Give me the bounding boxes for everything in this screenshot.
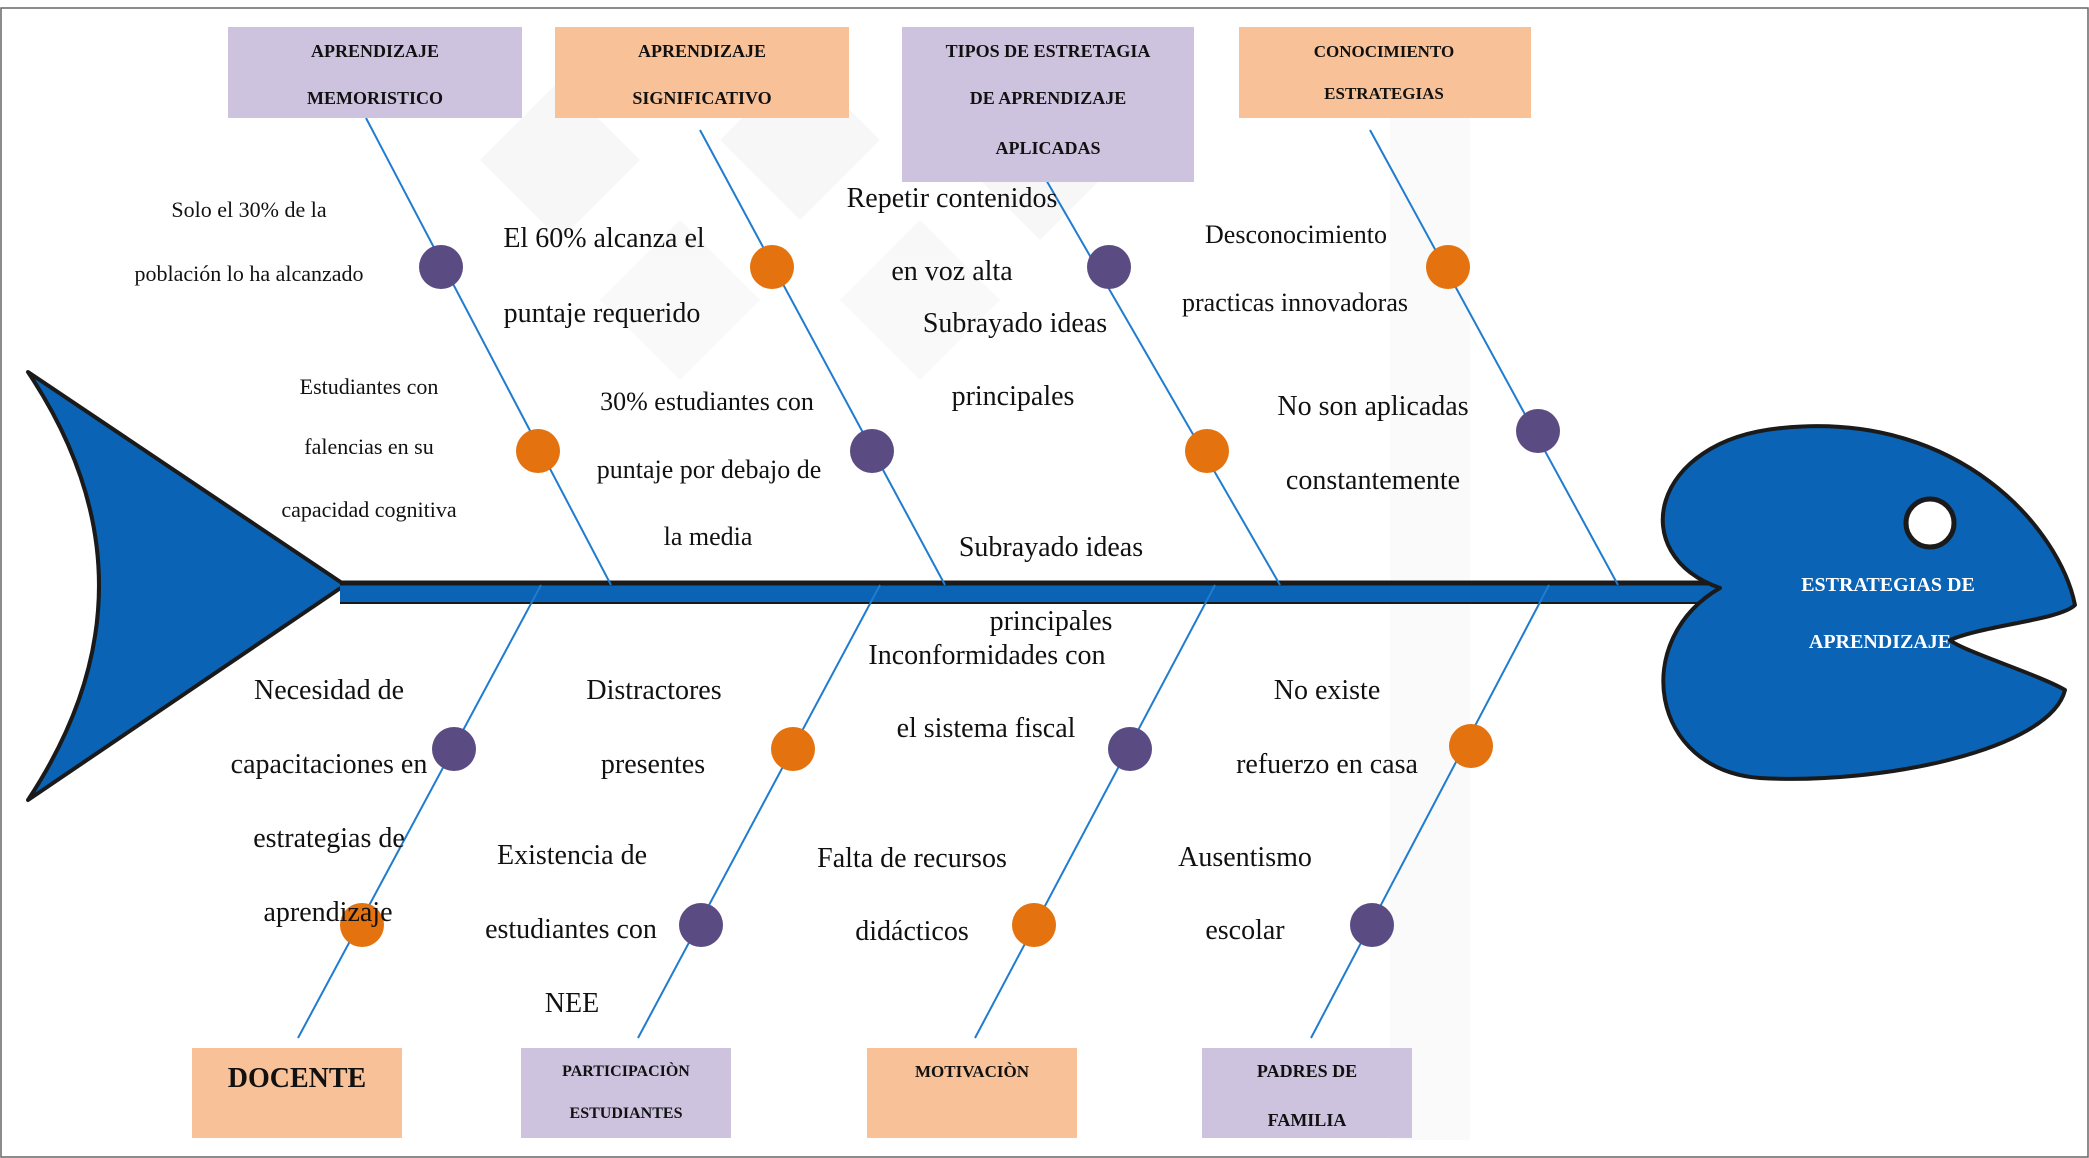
cause-docente-1-line1: Necesidad de <box>254 675 404 706</box>
cause-memoristico-2-line2: falencias en su <box>304 434 434 459</box>
cause-padres-1-line2: refuerzo en casa <box>1236 749 1418 780</box>
category-significativo-line1: APRENDIZAJE <box>638 41 766 61</box>
cause-padres-1-line1: No existe <box>1274 675 1381 706</box>
bottom-bones <box>297 584 1550 1039</box>
dot-tipos-1 <box>1087 245 1131 289</box>
category-box-significativo <box>555 27 849 118</box>
dot-memoristico-1 <box>419 245 463 289</box>
cause-motivacion-2-line2: didácticos <box>855 916 969 947</box>
dot-significativo-1 <box>750 245 794 289</box>
category-box-docente <box>192 1048 402 1138</box>
bone-memoristico <box>365 117 612 586</box>
cause-docente-1-line4: aprendizaje <box>263 897 392 928</box>
category-box-padres <box>1202 1048 1412 1138</box>
fish-spine <box>340 583 1800 603</box>
cause-significativo-2-line2: puntaje por debajo de <box>597 455 822 484</box>
bottom-dots <box>340 724 1493 947</box>
cause-padres-2-line1: Ausentismo <box>1178 842 1312 873</box>
cause-participacion-2-line3: NEE <box>545 988 599 1019</box>
category-padres-line1: PADRES DE <box>1257 1061 1357 1081</box>
category-conocimiento-line1: CONOCIMIENTO <box>1314 42 1454 61</box>
cause-significativo-1-line2: puntaje requerido <box>504 298 701 329</box>
bone-tipos <box>1044 177 1281 586</box>
category-box-conocimiento <box>1239 27 1531 118</box>
dot-docente-2 <box>340 903 384 947</box>
dot-motivacion-2 <box>1012 903 1056 947</box>
cause-memoristico-2-line3: capacidad cognitiva <box>281 497 457 522</box>
bone-padres <box>1310 584 1550 1039</box>
fish-tail <box>26 370 347 802</box>
cause-tipos-3-line2: principales <box>990 606 1113 637</box>
cause-motivacion-1-line2: el sistema fiscal <box>897 713 1076 744</box>
cause-tipos-3-line1: Subrayado ideas <box>959 532 1143 563</box>
dot-significativo-2 <box>850 429 894 473</box>
category-box-tipos <box>902 27 1194 182</box>
bone-significativo <box>699 129 946 586</box>
category-box-motivacion <box>867 1048 1077 1138</box>
cause-participacion-1-line1: Distractores <box>586 675 721 706</box>
fish-head <box>1660 424 2077 781</box>
category-box-participacion <box>521 1048 731 1138</box>
causes-bottom: Necesidad de capacitaciones en estrategi… <box>231 640 1419 1019</box>
cause-conocimiento-1-line2: practicas innovadoras <box>1182 288 1408 317</box>
category-box-memoristico <box>228 27 522 118</box>
bone-conocimiento <box>1369 129 1619 586</box>
category-padres-line2: FAMILIA <box>1268 1110 1347 1130</box>
cause-conocimiento-2-line1: No son aplicadas <box>1277 391 1468 422</box>
cause-conocimiento-1-line1: Desconocimiento <box>1205 220 1387 249</box>
top-bones <box>365 117 1619 586</box>
bone-participacion <box>637 584 881 1039</box>
dot-memoristico-2 <box>516 429 560 473</box>
cause-memoristico-1-line1: Solo el 30% de la <box>171 197 326 222</box>
cause-memoristico-2-line1: Estudiantes con <box>300 374 439 399</box>
category-tipos-line3: APLICADAS <box>995 138 1100 158</box>
category-participacion-line2: ESTUDIANTES <box>570 1105 683 1122</box>
head-label-line2: APRENDIZAJE <box>1809 631 1951 653</box>
cause-docente-1-line2: capacitaciones en <box>231 749 428 780</box>
cause-significativo-2-line1: 30% estudiantes con <box>600 387 814 416</box>
dot-padres-2 <box>1350 903 1394 947</box>
category-tipos-line2: DE APRENDIZAJE <box>970 88 1127 108</box>
cause-conocimiento-2-line2: constantemente <box>1286 465 1460 496</box>
cause-participacion-1-line2: presentes <box>601 749 705 780</box>
dot-motivacion-1 <box>1108 727 1152 771</box>
dot-conocimiento-1 <box>1426 245 1470 289</box>
category-motivacion-line1: MOTIVACIÒN <box>915 1062 1030 1081</box>
diagram-frame <box>0 7 2089 1158</box>
dot-participacion-2 <box>679 903 723 947</box>
dot-tipos-2 <box>1185 429 1229 473</box>
bone-motivacion <box>974 584 1216 1039</box>
category-conocimiento-line2: ESTRATEGIAS <box>1324 84 1444 103</box>
dot-docente-1 <box>432 727 476 771</box>
cause-tipos-1-line2: en voz alta <box>891 256 1013 287</box>
category-significativo-line2: SIGNIFICATIVO <box>632 88 771 108</box>
cause-docente-1-line3: estrategias de <box>253 823 405 854</box>
category-memoristico-line2: MEMORISTICO <box>307 88 443 108</box>
cause-motivacion-1-line1: Inconformidades con <box>868 640 1105 671</box>
cause-tipos-2-line1: Subrayado ideas <box>923 308 1107 339</box>
cause-significativo-2-line3: la media <box>664 522 753 551</box>
cause-padres-2-line2: escolar <box>1205 915 1285 946</box>
causes-top: Solo el 30% de la población lo ha alcanz… <box>134 183 1468 637</box>
top-dots <box>419 245 1560 473</box>
category-memoristico-line1: APRENDIZAJE <box>311 41 439 61</box>
dot-participacion-1 <box>771 727 815 771</box>
cause-significativo-1-line1: El 60% alcanza el <box>503 223 705 254</box>
cause-tipos-1-line1: Repetir contenidos <box>847 183 1058 214</box>
category-docente-line1: DOCENTE <box>228 1063 366 1094</box>
cause-participacion-2-line2: estudiantes con <box>485 914 657 945</box>
cause-motivacion-2-line1: Falta de recursos <box>817 843 1007 874</box>
cause-memoristico-1-line2: población lo ha alcanzado <box>134 261 363 286</box>
bone-docente <box>297 584 542 1039</box>
dot-padres-1 <box>1449 724 1493 768</box>
category-participacion-line1: PARTICIPACIÒN <box>562 1061 690 1080</box>
dot-conocimiento-2 <box>1516 409 1560 453</box>
fish-eye <box>1903 496 1957 550</box>
category-tipos-line1: TIPOS DE ESTRETAGIA <box>946 41 1151 61</box>
head-label-line1: ESTRATEGIAS DE <box>1801 574 1975 596</box>
cause-participacion-2-line1: Existencia de <box>497 840 647 871</box>
cause-tipos-2-line2: principales <box>952 381 1075 412</box>
